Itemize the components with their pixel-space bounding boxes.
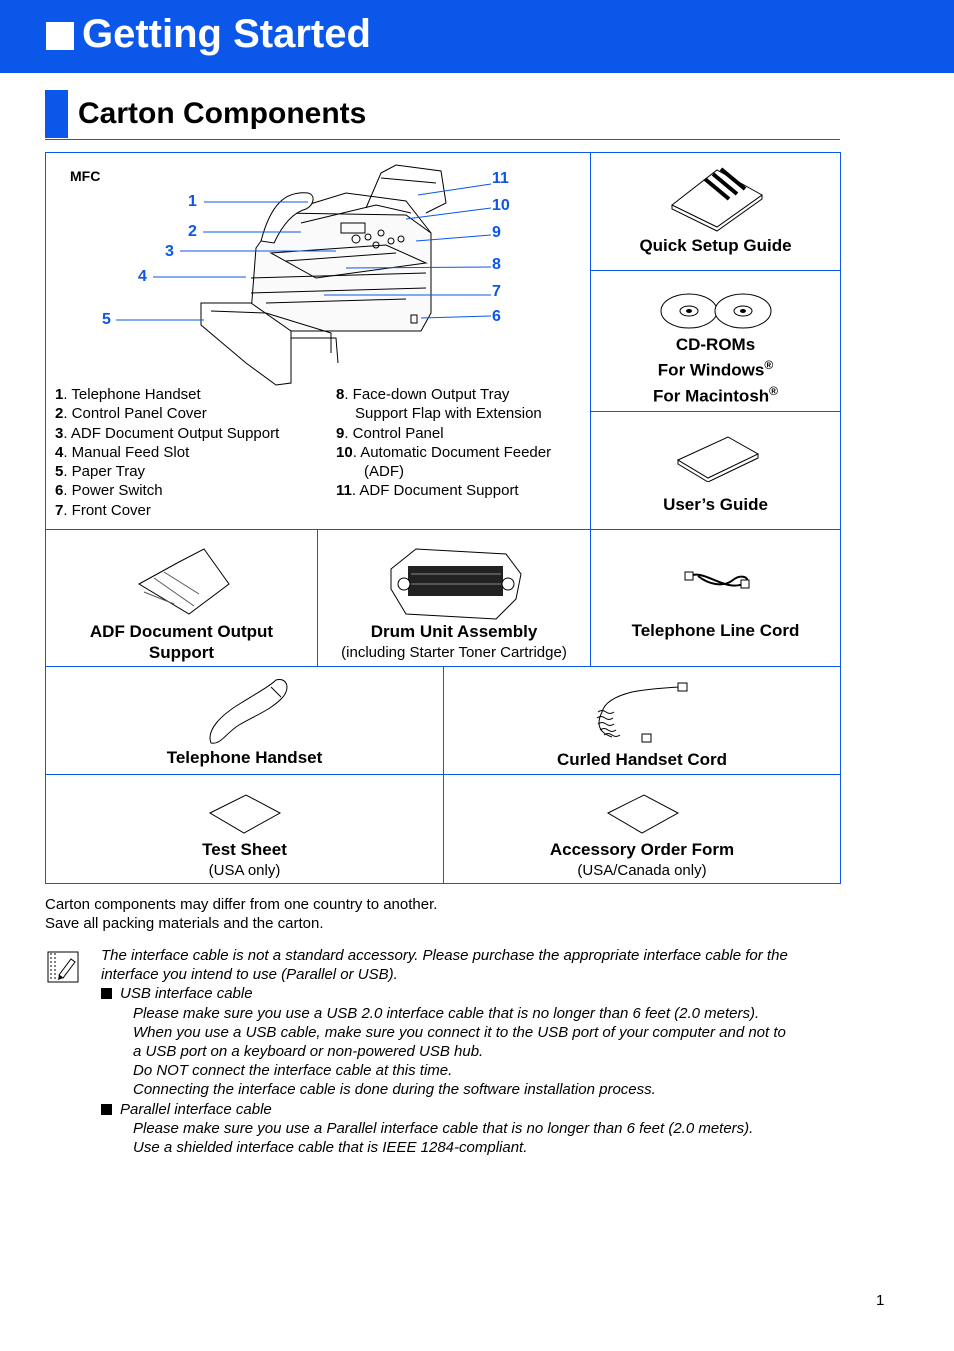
booklet-icon (671, 167, 763, 232)
curled-cord-label: Curled Handset Cord (556, 750, 728, 769)
legend-item: 6. Power Switch (55, 482, 163, 500)
parallel-line: Please make sure you use a Parallel inte… (133, 1119, 754, 1137)
legend-item: 2. Control Panel Cover (55, 405, 207, 423)
legend-item: 1. Telephone Handset (55, 386, 201, 403)
callout-11: 11 (492, 170, 509, 187)
parallel-heading: Parallel interface cable (101, 1100, 841, 1119)
handset-label: Telephone Handset (166, 748, 323, 767)
legend-item: 10. Automatic Document Feeder (336, 443, 552, 461)
test-sheet-title: Test Sheet (202, 840, 287, 859)
section-marker (45, 90, 68, 138)
usb-line: Do NOT connect the interface cable at th… (133, 1062, 453, 1080)
header-bar: Getting Started (0, 0, 954, 73)
legend-item: 4. Manual Feed Slot (55, 443, 190, 461)
cdroms-cell: CD-ROMs For Windows® For Macintosh® (590, 270, 841, 412)
phone-line-cord-label: Telephone Line Cord (631, 621, 800, 640)
callout-4: 4 (138, 268, 147, 285)
body-line-1: Carton components may differ from one co… (45, 896, 438, 913)
section-heading: Carton Components (45, 90, 840, 140)
callout-9: 9 (492, 224, 501, 241)
users-guide-label: User’s Guide (663, 495, 768, 514)
order-form-sub: (USA/Canada only) (577, 862, 707, 879)
order-form-label: Accessory Order Form (USA/Canada only) (444, 839, 840, 881)
usb-details: Please make sure you use a USB 2.0 inter… (101, 1004, 841, 1100)
callout-1: 1 (188, 193, 197, 210)
drum-unit-title: Drum Unit Assembly (370, 622, 538, 641)
test-sheet-label: Test Sheet (USA only) (46, 839, 443, 881)
legend-item-cont: (ADF) (364, 463, 404, 481)
usb-line: a USB port on a keyboard or non-powered … (133, 1043, 484, 1061)
cdroms-line3: For Macintosh® (652, 383, 778, 406)
order-form-cell: Accessory Order Form (USA/Canada only) (443, 774, 841, 884)
drum-unit-icon (390, 548, 522, 620)
usb-line: Connecting the interface cable is done d… (133, 1081, 656, 1099)
test-sheet-cell: Test Sheet (USA only) (45, 774, 444, 884)
users-guide-cell: User’s Guide (590, 411, 841, 530)
legend-left: 1. Telephone Handset 2. Control Panel Co… (55, 385, 279, 520)
usb-line: Please make sure you use a USB 2.0 inter… (133, 1004, 760, 1022)
square-bullet-icon (46, 22, 74, 50)
page-title: Getting Started (82, 12, 371, 56)
mfc-machine-illustration (116, 164, 492, 386)
legend-item-cont: Support Flap with Extension (355, 405, 542, 423)
legend-right: 8. Face-down Output Tray Support Flap wi… (336, 385, 551, 501)
legend-item: 5. Paper Tray (55, 463, 146, 481)
legend-item: 11. ADF Document Support (336, 482, 519, 500)
manual-icon (676, 436, 760, 482)
test-sheet-icon (208, 794, 282, 834)
callout-5: 5 (102, 311, 111, 328)
mfc-label: MFC (70, 168, 101, 184)
square-bullet-icon (101, 988, 112, 1000)
cdroms-line1: CD-ROMs (675, 335, 756, 354)
adf-support-line1: ADF Document Output (89, 622, 274, 641)
order-form-icon (606, 794, 680, 834)
callout-3: 3 (165, 243, 174, 260)
parallel-details: Please make sure you use a Parallel inte… (101, 1119, 841, 1157)
handset-icon (209, 678, 288, 744)
section-title: Carton Components (78, 97, 367, 130)
square-bullet-icon (101, 1103, 112, 1115)
curled-cord-cell: Curled Handset Cord (443, 666, 841, 775)
callout-6: 6 (492, 308, 501, 325)
note-intro-2: interface you intend to use (Parallel or… (101, 966, 398, 984)
usb-line: When you use a USB cable, make sure you … (133, 1023, 786, 1041)
adf-support-label: ADF Document Output Support (46, 621, 317, 663)
cdroms-line2: For Windows® (657, 358, 774, 380)
legend-item: 9. Control Panel (336, 424, 444, 442)
note-pencil-icon (47, 951, 79, 983)
mfc-diagram-cell: MFC (45, 152, 591, 530)
note-block: The interface cable is not a standard ac… (101, 946, 841, 1157)
body-paragraph: Carton components may differ from one co… (45, 895, 437, 933)
cd-icon (660, 293, 772, 329)
adf-support-line2: Support (148, 643, 215, 662)
curled-cord-icon (596, 682, 688, 743)
legend-item: 7. Front Cover (55, 501, 151, 519)
handset-cell: Telephone Handset (45, 666, 444, 775)
callout-10: 10 (492, 197, 510, 214)
callout-8: 8 (492, 256, 501, 273)
quick-setup-guide-cell: Quick Setup Guide (590, 152, 841, 271)
cdroms-label: CD-ROMs For Windows® For Macintosh® (591, 334, 840, 406)
adf-support-icon (137, 548, 230, 615)
callout-2: 2 (188, 223, 197, 240)
test-sheet-sub: (USA only) (208, 862, 281, 879)
drum-unit-label: Drum Unit Assembly (including Starter To… (318, 621, 590, 663)
body-line-2: Save all packing materials and the carto… (45, 915, 324, 932)
parallel-line: Use a shielded interface cable that is I… (133, 1139, 528, 1157)
note-intro-1: The interface cable is not a standard ac… (101, 947, 788, 964)
page-number: 1 (876, 1292, 885, 1309)
drum-unit-sub: (including Starter Toner Cartridge) (341, 644, 567, 661)
drum-unit-cell: Drum Unit Assembly (including Starter To… (317, 529, 591, 667)
usb-heading: USB interface cable (101, 984, 841, 1003)
quick-setup-guide-label: Quick Setup Guide (639, 236, 792, 255)
adf-support-cell: ADF Document Output Support (45, 529, 318, 667)
legend-item: 3. ADF Document Output Support (55, 424, 280, 442)
legend-item: 8. Face-down Output Tray (336, 386, 510, 403)
phone-line-cord-cell: Telephone Line Cord (590, 529, 841, 667)
callout-7: 7 (492, 283, 501, 300)
order-form-title: Accessory Order Form (549, 840, 735, 859)
phone-cord-icon (684, 571, 750, 589)
